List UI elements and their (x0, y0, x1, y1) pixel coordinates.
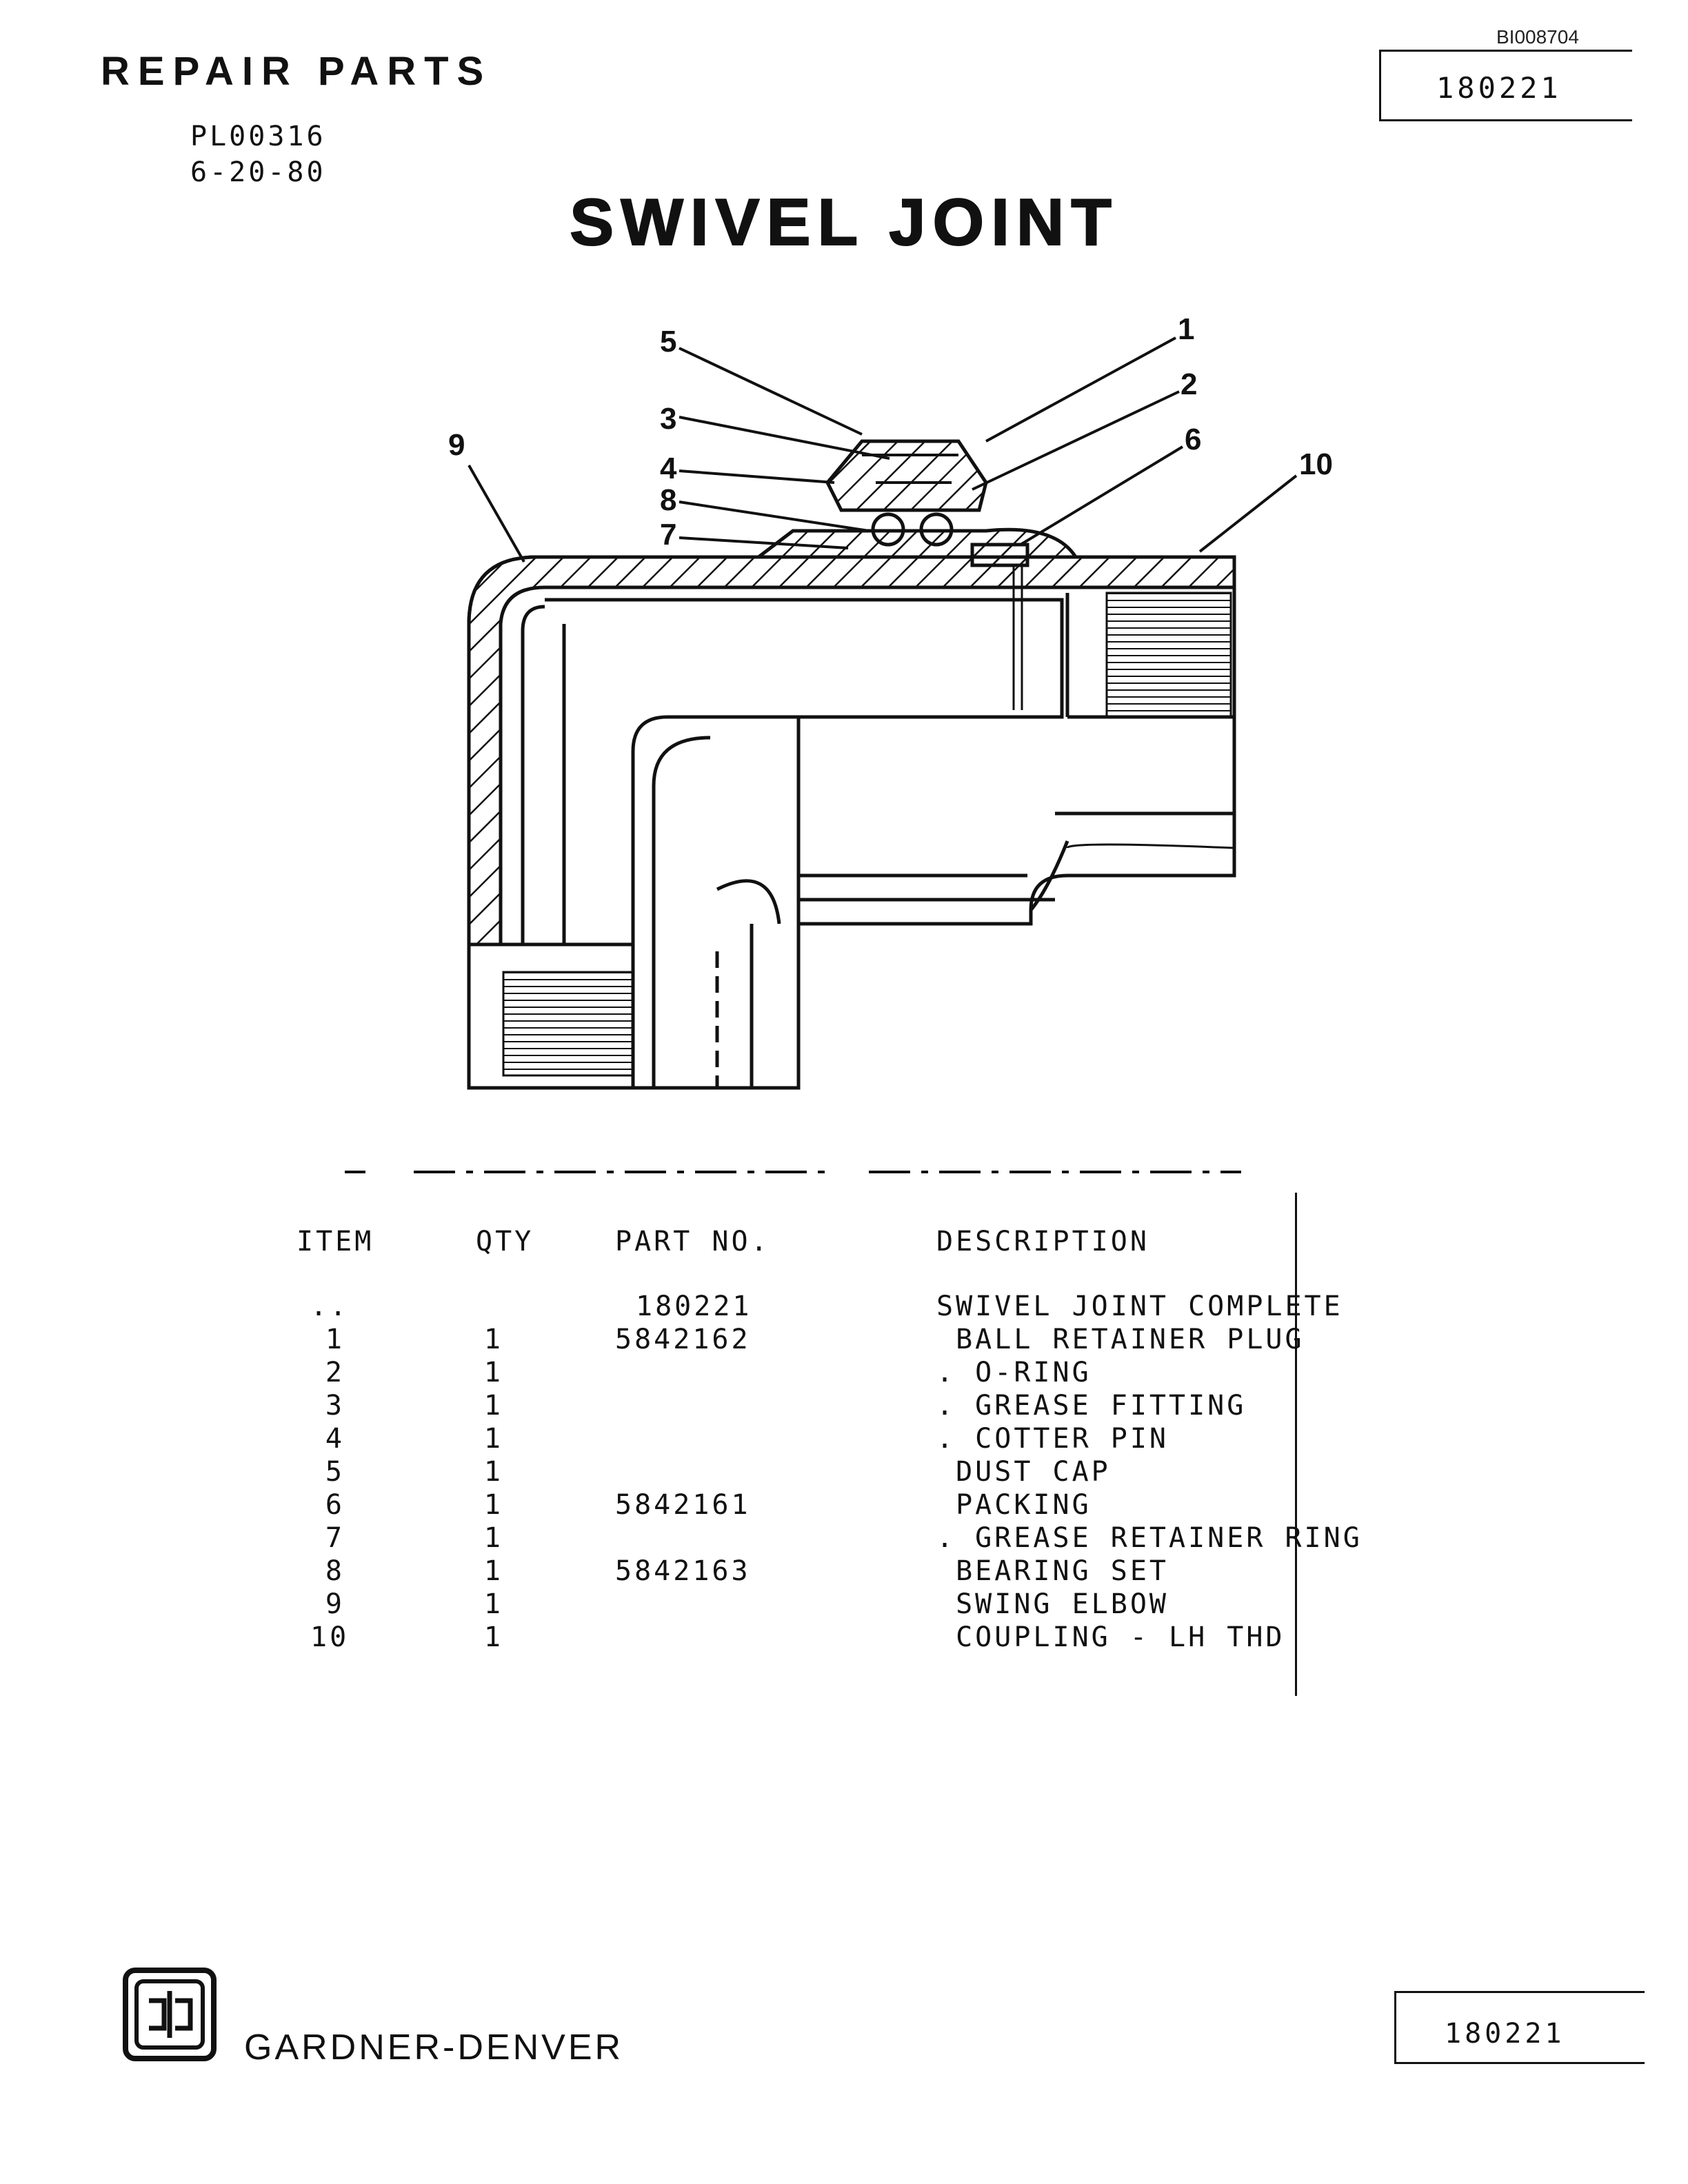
top-part-number: 180221 (1436, 71, 1562, 105)
bottom-part-number-box: 180221 (1394, 1991, 1645, 2064)
cell-description: . GREASE FITTING (936, 1390, 1247, 1422)
cell-qty: 1 (483, 1324, 503, 1355)
cell-description: . COTTER PIN (936, 1423, 1169, 1455)
cell-qty: 1 (483, 1522, 503, 1554)
section-heading: REPAIR PARTS (101, 49, 492, 94)
cell-description: BEARING SET (936, 1555, 1169, 1587)
page-title: SWIVEL JOINT (569, 185, 1118, 260)
callout-3: 3 (660, 402, 676, 436)
col-header-description: DESCRIPTION (936, 1226, 1149, 1257)
cell-part-no: 5842162 (615, 1324, 751, 1355)
cell-item: 7 (325, 1522, 345, 1554)
cell-qty: 1 (483, 1588, 503, 1620)
callout-5: 5 (660, 325, 676, 358)
cell-item: 8 (325, 1555, 345, 1587)
pl-number: PL00316 (190, 121, 326, 152)
cell-item: 2 (325, 1357, 345, 1388)
cell-description: BALL RETAINER PLUG (936, 1324, 1305, 1355)
cell-description: DUST CAP (936, 1456, 1111, 1488)
cell-item: 4 (325, 1423, 345, 1455)
swivel-joint-drawing: 1 2 3 4 5 6 7 8 9 10 (345, 312, 1333, 1173)
cell-description: SWIVEL JOINT COMPLETE (936, 1291, 1343, 1322)
cell-description: SWING ELBOW (936, 1588, 1169, 1620)
cell-description: . GREASE RETAINER RING (936, 1522, 1363, 1554)
cell-item: 9 (325, 1588, 345, 1620)
cell-part-no: 5842161 (615, 1489, 751, 1521)
cell-item: 10 (310, 1621, 350, 1653)
gardner-denver-logo-icon (123, 1968, 217, 2061)
brand-name: GARDNER-DENVER (244, 2028, 624, 2067)
cell-qty: 1 (483, 1423, 503, 1455)
cell-part-no: 180221 (636, 1291, 752, 1322)
cell-item: 6 (325, 1489, 345, 1521)
callout-10: 10 (1299, 447, 1333, 481)
callout-8: 8 (660, 483, 676, 517)
cell-item: .. (310, 1291, 350, 1322)
callout-1: 1 (1178, 312, 1194, 346)
callout-9: 9 (448, 428, 465, 462)
cell-item: 3 (325, 1390, 345, 1422)
cell-part-no: 5842163 (615, 1555, 751, 1587)
cell-item: 5 (325, 1456, 345, 1488)
pl-block: PL00316 6-20-80 (190, 119, 326, 190)
cell-qty: 1 (483, 1621, 503, 1653)
document-id: BI008704 (1496, 26, 1579, 48)
cell-description: COUPLING - LH THD (936, 1621, 1285, 1653)
callout-2: 2 (1180, 367, 1197, 401)
callout-4: 4 (660, 452, 677, 485)
cell-description: . O-RING (936, 1357, 1092, 1388)
cell-qty: 1 (483, 1390, 503, 1422)
cell-qty: 1 (483, 1555, 503, 1587)
cell-item: 1 (325, 1324, 345, 1355)
change-bar (1295, 1193, 1297, 1696)
cell-qty: 1 (483, 1456, 503, 1488)
col-header-part-no: PART NO. (615, 1226, 770, 1257)
pl-date: 6-20-80 (190, 156, 326, 188)
cell-description: PACKING (936, 1489, 1092, 1521)
cell-qty: 1 (483, 1357, 503, 1388)
bottom-part-number: 180221 (1445, 2018, 1565, 2050)
col-header-qty: QTY (476, 1226, 534, 1257)
cell-qty: 1 (483, 1489, 503, 1521)
col-header-item: ITEM (297, 1226, 374, 1257)
callout-7: 7 (660, 518, 676, 552)
callout-6: 6 (1185, 423, 1201, 456)
top-part-number-box: 180221 (1379, 50, 1632, 121)
